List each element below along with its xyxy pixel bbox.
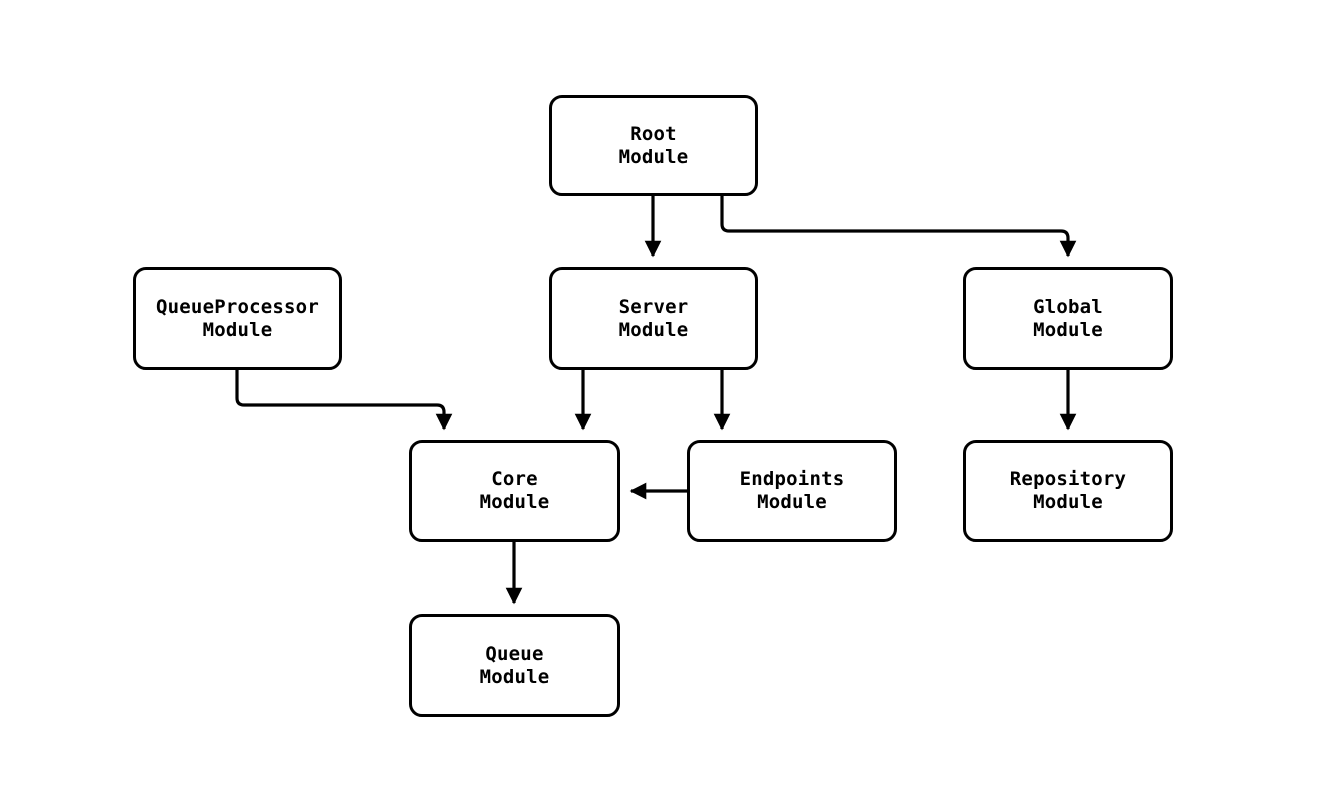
node-root-module-label: Root Module (618, 122, 689, 168)
node-repository-module-label: Repository Module (1009, 468, 1127, 513)
node-queueprocessor-module[interactable]: QueueProcessor Module (133, 267, 342, 370)
node-endpoints-module[interactable]: Endpoints Module (687, 440, 897, 542)
node-core-module[interactable]: Core Module (409, 440, 620, 542)
node-repository-module[interactable]: Repository Module (963, 440, 1173, 542)
node-server-module[interactable]: Server Module (549, 267, 758, 370)
node-endpoints-module-label: Endpoints Module (739, 468, 845, 513)
node-server-module-label: Server Module (618, 295, 689, 341)
node-global-module[interactable]: Global Module (963, 267, 1173, 370)
node-queueprocessor-module-label: QueueProcessor Module (156, 295, 319, 341)
node-queue-module[interactable]: Queue Module (409, 614, 620, 717)
node-core-module-label: Core Module (479, 468, 550, 513)
node-root-module[interactable]: Root Module (549, 95, 758, 196)
node-queue-module-label: Queue Module (479, 642, 550, 688)
edge-root-to-global (720, 196, 1077, 258)
edge-queueprocessor-to-core (235, 370, 453, 431)
node-global-module-label: Global Module (1033, 295, 1103, 341)
